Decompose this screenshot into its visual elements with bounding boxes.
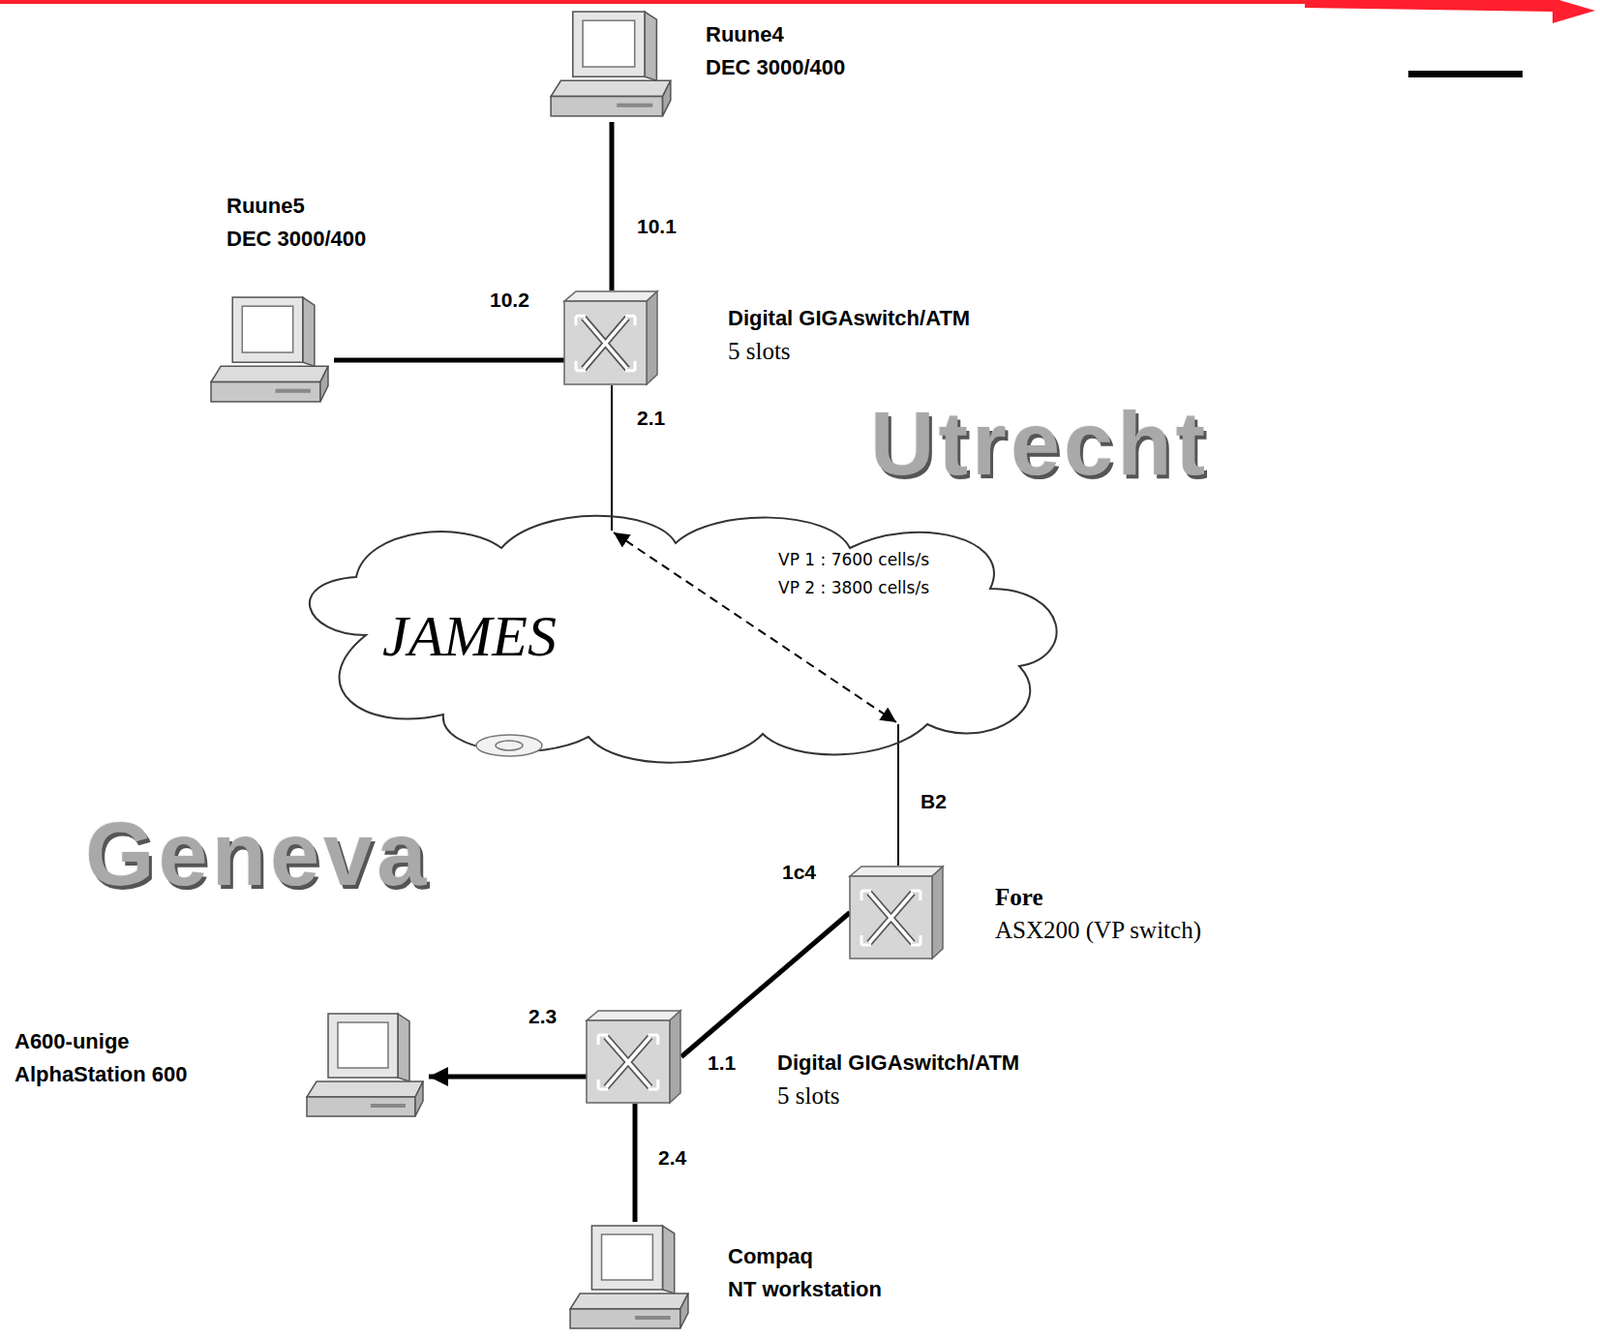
- workstation: Ruune4DEC 3000/400: [546, 7, 677, 122]
- node-subtitle: ASX200 (VP switch): [995, 913, 1202, 947]
- port-label: 10.2: [487, 288, 532, 312]
- workstation: CompaqNT workstation: [566, 1221, 695, 1334]
- workstation-icon: [546, 7, 677, 122]
- node-label: CompaqNT workstation: [727, 1239, 882, 1306]
- node-title: Fore: [995, 880, 1202, 914]
- node-subtitle: DEC 3000/400: [226, 222, 366, 256]
- site-name: Geneva: [85, 805, 430, 903]
- site-name: Utrecht: [870, 394, 1209, 492]
- node-subtitle: AlphaStation 600: [14, 1057, 187, 1091]
- workstation: A600-unigeAlphaStation 600: [302, 1009, 429, 1122]
- node-label: Digital GIGAswitch/ATM5 slots: [777, 1046, 1020, 1113]
- node-title: Ruune4: [705, 18, 846, 52]
- vp-switch: ForeASX200 (VP switch): [849, 865, 944, 960]
- network-link: [609, 121, 615, 291]
- port-label: B2: [918, 789, 949, 814]
- workstation: Ruune5DEC 3000/400: [207, 293, 334, 408]
- port-label: 1c4: [780, 860, 818, 884]
- network-link: [610, 385, 613, 531]
- node-title: Digital GIGAswitch/ATM: [777, 1046, 1020, 1080]
- node-subtitle: 5 slots: [727, 334, 970, 368]
- atm-switch: Digital GIGAswitch/ATM5 slots: [564, 290, 659, 386]
- atm-switch-icon: [586, 1009, 682, 1104]
- port-label: 2.4: [656, 1146, 689, 1170]
- port-label: 2.1: [634, 406, 667, 430]
- workstation-icon: [566, 1221, 695, 1334]
- node-subtitle: DEC 3000/400: [705, 51, 846, 85]
- network-link: [428, 1074, 587, 1080]
- node-label: A600-unigeAlphaStation 600: [14, 1025, 187, 1091]
- node-label: Ruune4DEC 3000/400: [705, 18, 846, 85]
- bandwidth-note: VP 1 : 7600 cells/s: [778, 547, 930, 572]
- node-title: JAMES: [382, 603, 557, 668]
- atm-switch-icon: [849, 865, 944, 960]
- network-link: [333, 358, 565, 363]
- node-title: Digital GIGAswitch/ATM: [727, 301, 970, 335]
- port-label: 1.1: [705, 1051, 738, 1075]
- port-label: 2.3: [526, 1004, 559, 1028]
- header-rule: [0, 0, 1307, 4]
- node-label: JAMES: [382, 603, 557, 668]
- network-link: [633, 1103, 638, 1222]
- network-link: [897, 724, 900, 866]
- header-arrow: [1304, 0, 1596, 24]
- network-link: [681, 912, 850, 1057]
- node-title: A600-unige: [14, 1025, 187, 1058]
- node-title: Compaq: [727, 1239, 882, 1273]
- header-dash: [1408, 70, 1523, 78]
- cloud-outline: [249, 499, 1066, 781]
- node-title: Ruune5: [226, 189, 366, 223]
- node-subtitle: 5 slots: [777, 1079, 1020, 1113]
- bandwidth-note: VP 2 : 3800 cells/s: [778, 575, 930, 600]
- atm-switch-icon: [564, 290, 659, 386]
- node-label: Ruune5DEC 3000/400: [226, 189, 366, 256]
- workstation-icon: [207, 293, 334, 408]
- node-label: Digital GIGAswitch/ATM5 slots: [727, 301, 970, 368]
- node-label: ForeASX200 (VP switch): [995, 880, 1202, 947]
- workstation-icon: [302, 1009, 429, 1122]
- port-label: 10.1: [634, 214, 679, 239]
- atm-switch: Digital GIGAswitch/ATM5 slots: [586, 1009, 682, 1104]
- node-subtitle: NT workstation: [727, 1272, 882, 1306]
